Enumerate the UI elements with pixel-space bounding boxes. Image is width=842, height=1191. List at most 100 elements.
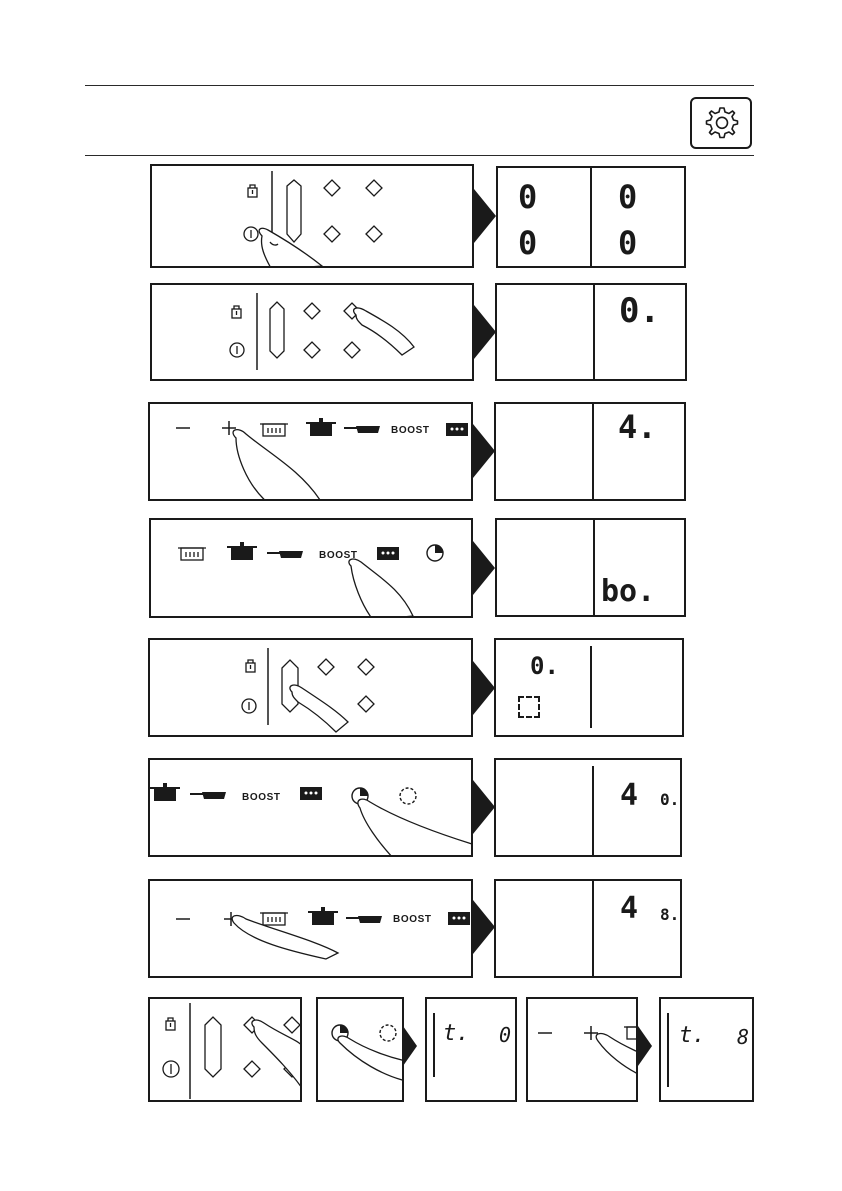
simmer-pot-icon [150,783,180,801]
frying-pan-icon [190,792,226,799]
step4-controls [178,542,444,616]
frying-pan-icon [267,551,303,558]
boost-label: BOOST [242,792,281,803]
step6-display: 4 0. [494,758,682,857]
zone-display: 0. [530,652,559,680]
minute-minder-icon [399,787,417,805]
power-icon [243,226,259,242]
step5-arrow [473,661,495,715]
finger-icon [232,428,321,499]
zone-digit-1: 0 [518,178,538,216]
step4-panel: BOOST [149,518,473,618]
lock-icon [165,1017,176,1031]
step8-arrow-2 [638,1026,652,1066]
power-icon [241,698,257,714]
zone-key-4 [365,225,383,243]
step2-panel [150,283,474,381]
step6-controls [150,783,471,855]
simmer-pot-icon [306,418,336,436]
header-rule-top [85,85,754,86]
frying-pan-icon [344,426,380,433]
step8-timer-controls [331,1024,402,1081]
step3-display: 4. [494,402,686,501]
zone-digit-3: 0 [518,224,538,262]
step7-panel: BOOST [148,879,473,978]
lock-icon [245,659,256,673]
finger-icon [352,307,415,356]
keep-warm-pot-icon [624,1026,636,1040]
timer-label: t. [443,1021,470,1046]
keep-warm-pot-icon [260,912,288,926]
plus-icon [584,1026,598,1040]
power-icon [229,342,245,358]
step8-arrow-1 [403,1026,417,1066]
step7-display: 4 8. [494,879,682,978]
power-level: 4 [620,891,639,926]
lock-icon [247,184,258,198]
step2-arrow [474,305,496,359]
frying-pan-icon [346,916,382,923]
step8-controls [162,1003,300,1099]
step8-display-1: t. 0 [425,997,517,1102]
slider-zone [204,1016,222,1078]
step1-arrow [474,189,496,243]
finger-icon [357,798,471,855]
keep-warm-pot-icon [178,547,206,561]
plus-icon [222,421,236,435]
simmer-pot-icon [227,542,257,560]
step1-display: 0 0 0 0 [496,166,686,268]
boil-pot-icon [448,912,470,925]
timer-value: 8 [737,1025,750,1049]
step5-controls [241,648,375,733]
power-icon [162,1060,180,1078]
finger-icon [231,914,340,960]
zone-key-2 [365,179,383,197]
zone-digit-4: 0 [618,224,638,262]
minute-minder-icon [379,1024,397,1042]
gear-icon [705,107,739,139]
step8-timer-panel [316,997,404,1102]
slider-zone [286,179,302,243]
timer-value: 0 [499,1023,512,1047]
settings-gear-box [690,97,752,149]
zone-display: 4. [618,408,657,446]
step4-display: bo. [495,518,686,617]
boost-label: BOOST [391,425,430,436]
keep-warm-pot-icon [260,423,288,437]
zone-bracket-icon [518,696,540,718]
simmer-pot-icon [308,907,338,925]
step8-hob-panel [148,997,302,1102]
step8-plus-panel [526,997,638,1102]
zone-key-3 [323,225,341,243]
finger-icon [258,227,324,266]
finger-icon [595,1032,636,1074]
boil-pot-icon [300,787,322,800]
step3-arrow [473,424,495,478]
boost-label: BOOST [393,914,432,925]
slider-zone [269,301,285,359]
step2-display: 0. [495,283,687,381]
zone-key-1 [323,179,341,197]
step5-display: 0. [494,638,684,737]
finger-icon [251,1019,300,1087]
finger-icon [348,558,414,616]
slider-zone [281,659,299,713]
step1-controls [243,171,383,266]
step8-plus-controls [538,1026,636,1074]
step7-controls [176,907,470,960]
timer-display: 8. [660,905,680,924]
step4-arrow [473,541,495,595]
step1-panel [150,164,474,268]
step2-controls [229,293,415,370]
power-level: 4 [620,778,639,813]
step3-controls [176,418,468,499]
timer-label: t. [679,1023,706,1048]
step8-display-2: t. 8 [659,997,754,1102]
boost-label: BOOST [319,550,358,561]
step6-arrow [473,780,495,834]
step7-arrow [473,900,495,954]
timer-display: 0. [660,790,680,809]
zone-digit-2: 0 [618,178,638,216]
timer-icon [426,544,444,562]
header-rule-bottom [85,155,754,156]
